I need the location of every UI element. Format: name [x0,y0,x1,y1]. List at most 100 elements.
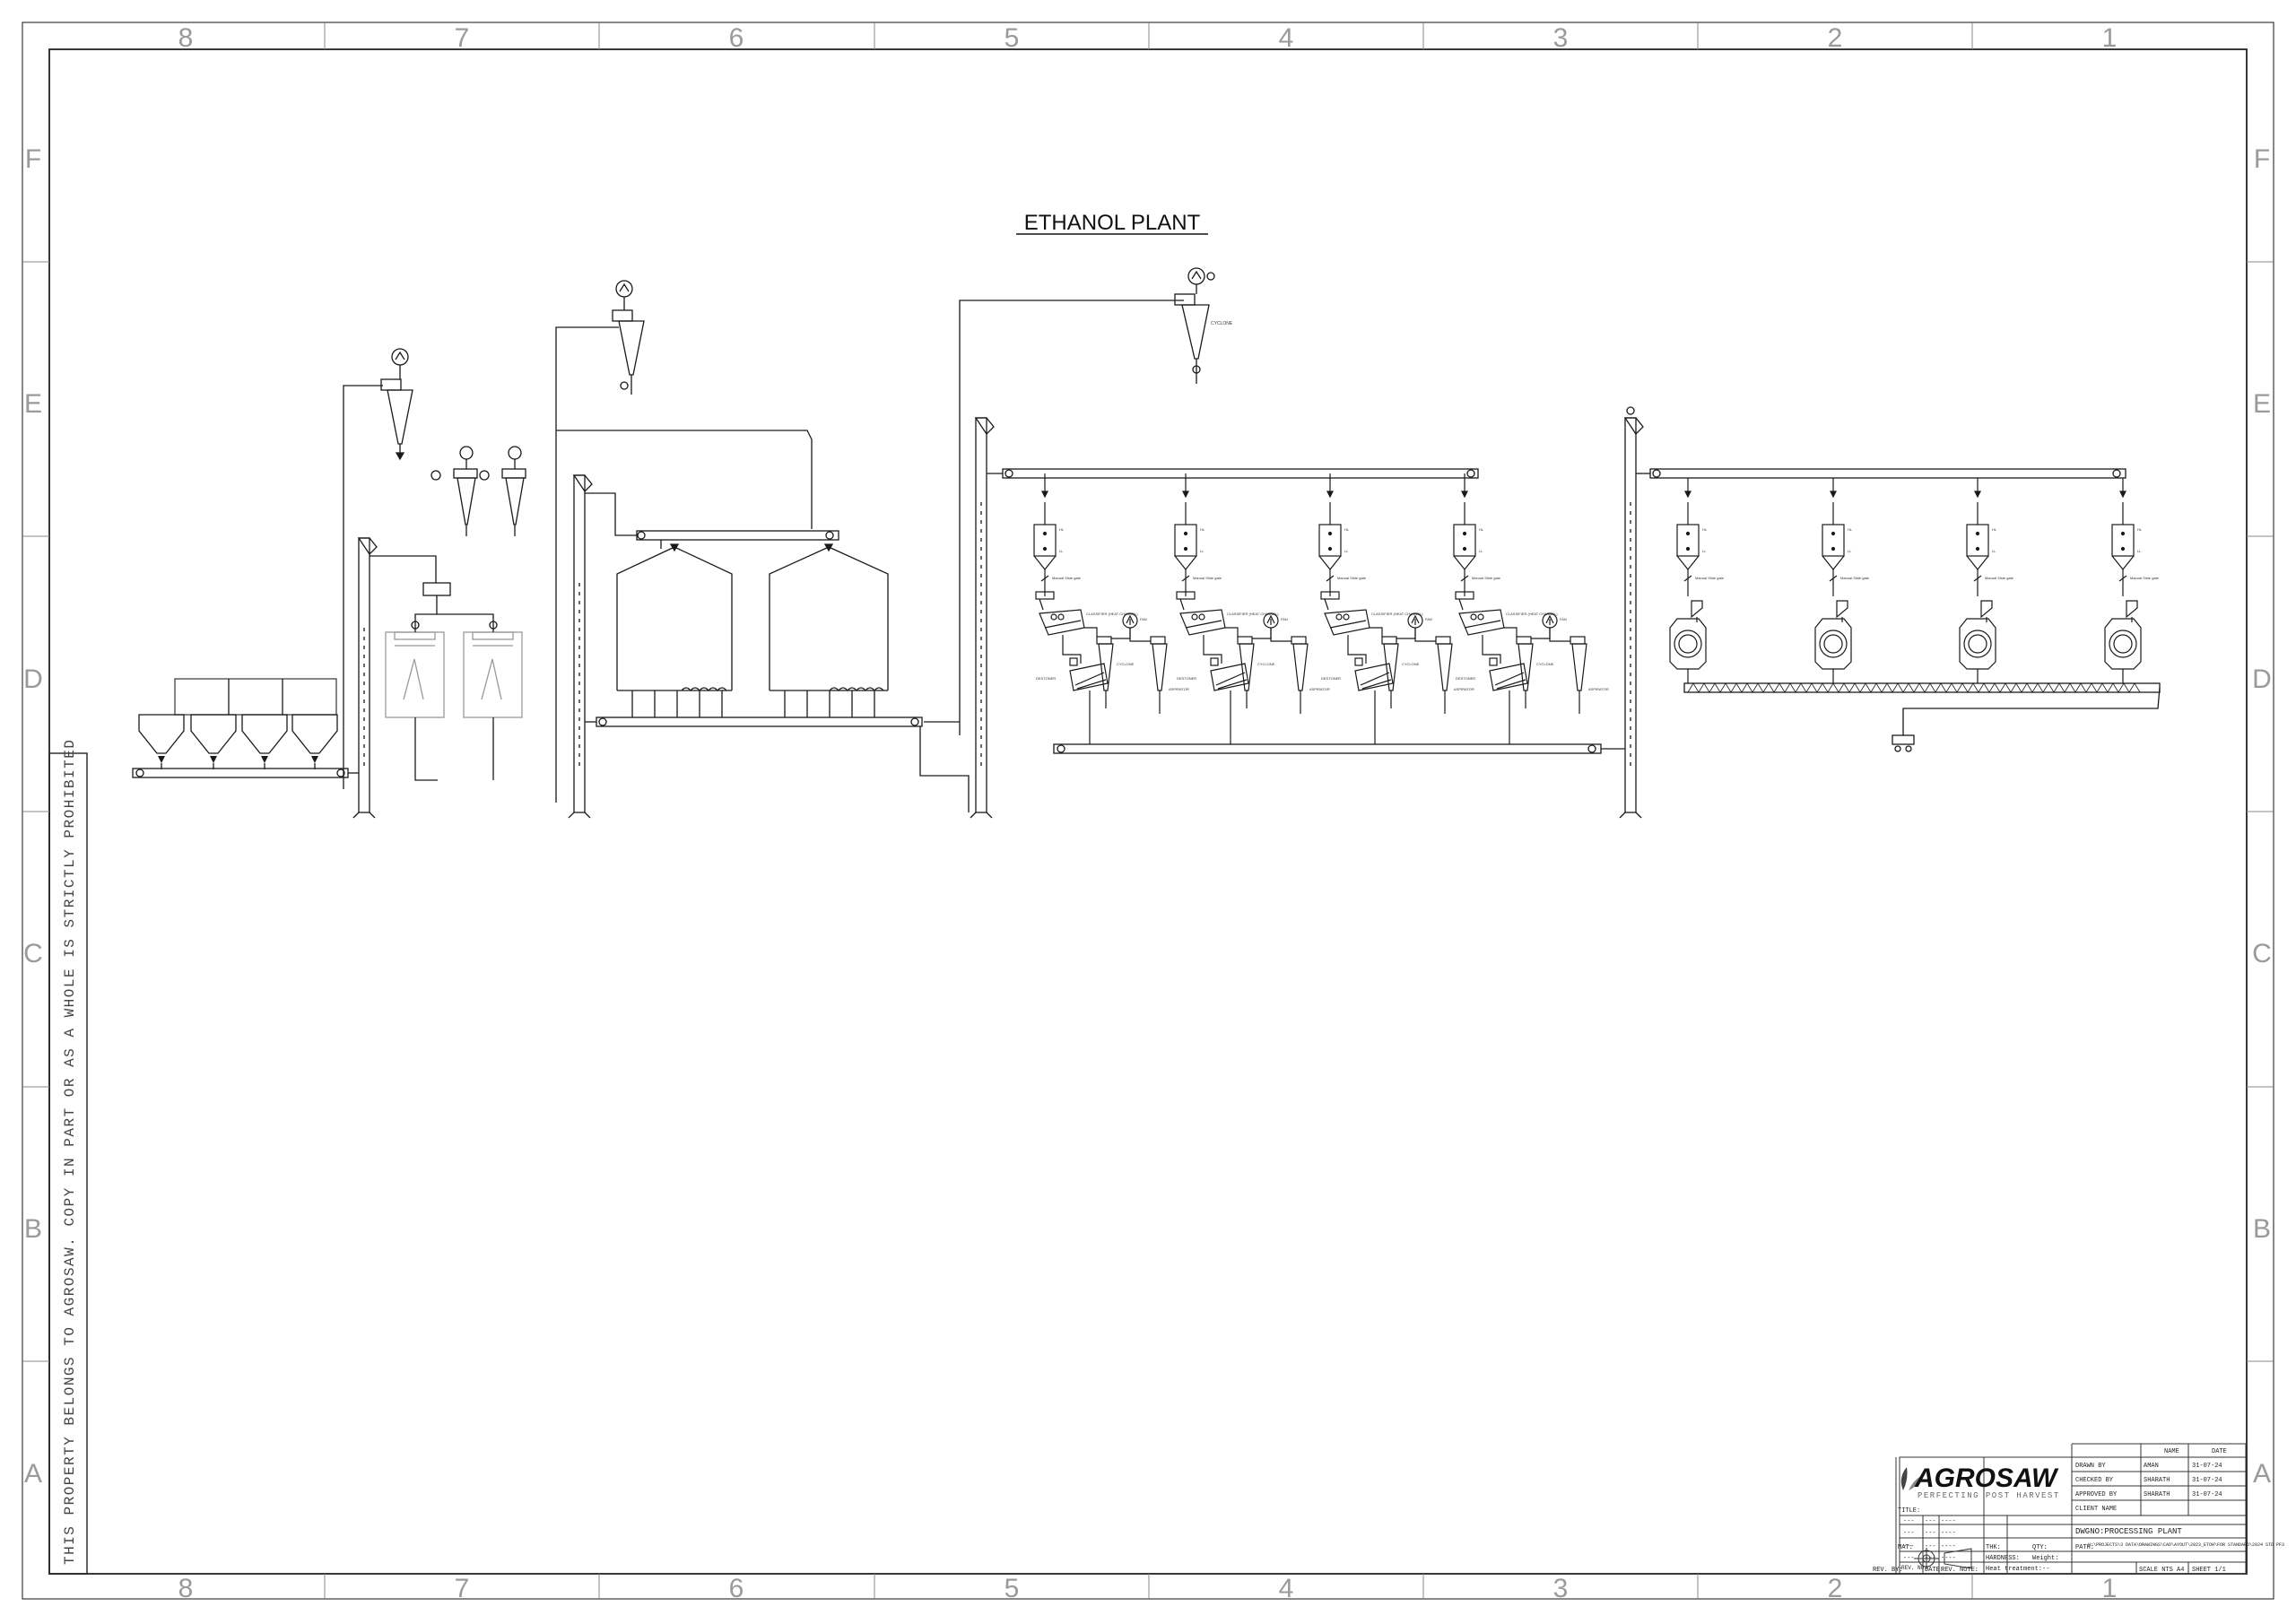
company-tagline: PERFECTING POST HARVEST [1918,1491,2060,1500]
slide-gate-label: Manual Slide gate [2130,576,2160,580]
pre-cleaner-units [385,631,523,718]
milling-section [1601,406,2161,819]
heat-treatment-label: Heat treatment:-- [1986,1566,2049,1573]
level-high-label: HL [2137,527,2143,532]
classifier-label: CLASSIFIER (HEAT CHANNEL) [1086,612,1138,616]
level-low-label: LL [1344,549,1349,553]
drawn-by-date: 31-07-24 [2192,1463,2222,1470]
zone-row-right: D [2252,664,2272,694]
feed-valve-icon [1974,491,1981,499]
zone-col-top: 8 [178,23,194,53]
hammer-mill [1959,600,1996,683]
level-low-label: LL [1200,549,1205,553]
destoner-label: DESTONER [1321,676,1341,681]
destoner: DESTONER [1177,657,1249,691]
zone-row-right: A [2253,1459,2271,1489]
silo-top-conveyor [636,530,839,549]
zone-col-bottom: 3 [1553,1574,1569,1603]
level-high-label: HL [1059,527,1065,532]
mat-label: MAT: [1898,1544,1913,1551]
feed-valve-icon [1461,491,1468,499]
zone-col-top: 6 [729,23,744,53]
dust-cyclone: ASPIRATOR [1291,636,1330,714]
slide-gate-icon [1829,575,1838,582]
level-high-label: HL [1702,527,1708,532]
zone-row-left: F [25,144,41,174]
cyclone-label: CYCLONE [1117,662,1135,666]
destoner: DESTONER [1321,657,1394,691]
fan-label: FAN [1425,617,1432,621]
cyclone-label: CYCLONE [1536,662,1554,666]
small-cyclones [430,446,526,536]
fan-icon [1542,612,1558,629]
zone-col-bottom: 5 [1004,1574,1020,1603]
intake-hopper [138,714,185,754]
projection-symbol-icon [1914,1548,1972,1569]
classifier-label: CLASSIFIER (HEAT CHANNEL) [1371,612,1423,616]
zone-col-bottom: 2 [1828,1574,1843,1603]
feed-valve-icon [1041,491,1048,499]
level-high-label: HL [1344,527,1350,532]
fan-label: FAN [1140,617,1147,621]
fan-label: FAN [1281,617,1288,621]
rev-placeholder: ---- [1941,1555,1956,1562]
mill-feed-conveyor [1649,468,2126,479]
drawing-title: ETHANOL PLANT [1024,211,1201,235]
level-low-label: LL [1848,549,1852,553]
slide-gate-icon [2118,575,2127,582]
level-high-label: HL [1479,527,1484,532]
approved-by-label: APPROVED BY [2075,1491,2118,1498]
dust-cyclone: ASPIRATOR [1150,636,1189,714]
slide-gate-icon [1040,575,1049,582]
aspirator-cyclone: CYCLONE [1516,636,1554,708]
zone-labels: 8 7 6 5 4 3 2 1 8 7 6 5 4 3 2 1 F E D C … [23,23,2272,1603]
bucket-elevator-1 [352,537,378,819]
level-low-label: LL [1992,549,1996,553]
approved-by-date: 31-07-24 [2192,1491,2222,1498]
fan-icon [1122,612,1138,629]
hammer-mill [1669,600,1707,683]
aspirator-cyclone: CYCLONE [1096,636,1135,708]
classifier-label: CLASSIFIER (HEAT CHANNEL) [1506,612,1558,616]
checked-by-label: CHECKED BY [2075,1477,2114,1484]
aspirator-label: ASPIRATOR [1169,687,1189,691]
level-high-label: HL [1200,527,1205,532]
slide-gate-label: Manual Slide gate [1840,576,1870,580]
cyclone-3-label: CYCLONE [1211,321,1233,326]
meal-screw-conveyor [1683,682,2161,693]
level-low-label: LL [1702,549,1707,553]
rev-placeholder: ---- [1941,1518,1956,1525]
approved-by-name: SHARATH [2144,1491,2170,1498]
aspirator-label: ASPIRATOR [1588,687,1609,691]
rev-placeholder: --- [1903,1555,1915,1562]
col-name-header: NAME [2164,1448,2179,1455]
zone-col-bottom: 8 [178,1574,194,1603]
feed-valve-icon [1684,491,1692,499]
intake-conveyor [132,768,349,778]
slide-gate-label: Manual Slide gate [1985,576,2014,580]
magnet [1320,591,1340,600]
slide-gate-label: Manual Slide gate [1472,576,1501,580]
zone-col-top: 7 [455,23,470,53]
slide-gate-icon [1683,575,1692,582]
slide-gate-icon [1973,575,1982,582]
bucket-elevator-2 [568,474,593,819]
path-label: PATH: [2075,1544,2094,1551]
intake-hopper [291,714,338,754]
feed-valve-icon [1830,491,1837,499]
zone-col-bottom: 6 [729,1574,744,1603]
copyright-notice: THIS PROPERTY BELONGS TO AGROSAW. COPY I… [62,739,78,1565]
rev-placeholder: ---- [1941,1530,1956,1537]
